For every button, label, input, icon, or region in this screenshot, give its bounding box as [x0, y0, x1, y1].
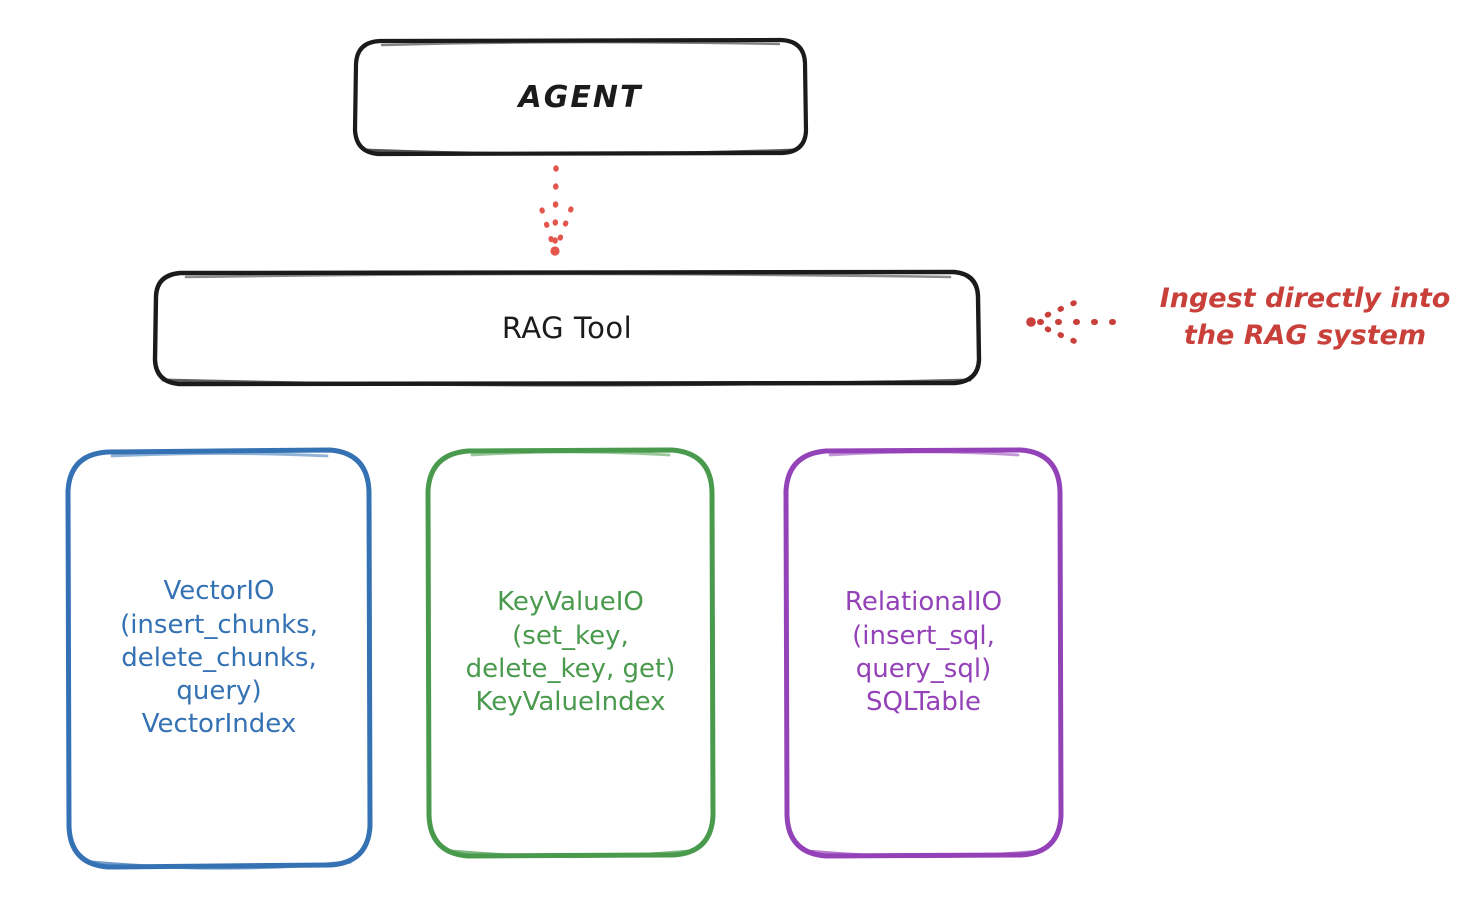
ingest-arrow-connector: [1026, 300, 1127, 344]
rag-tool-box-outline: [152, 269, 982, 387]
agent-box-outline: [352, 37, 809, 157]
relational-io-box-outline: [783, 447, 1064, 859]
agent-to-rag-connector: [539, 165, 574, 256]
key-value-io-box-outline: [425, 447, 716, 859]
vector-io-box-outline: [65, 447, 373, 870]
